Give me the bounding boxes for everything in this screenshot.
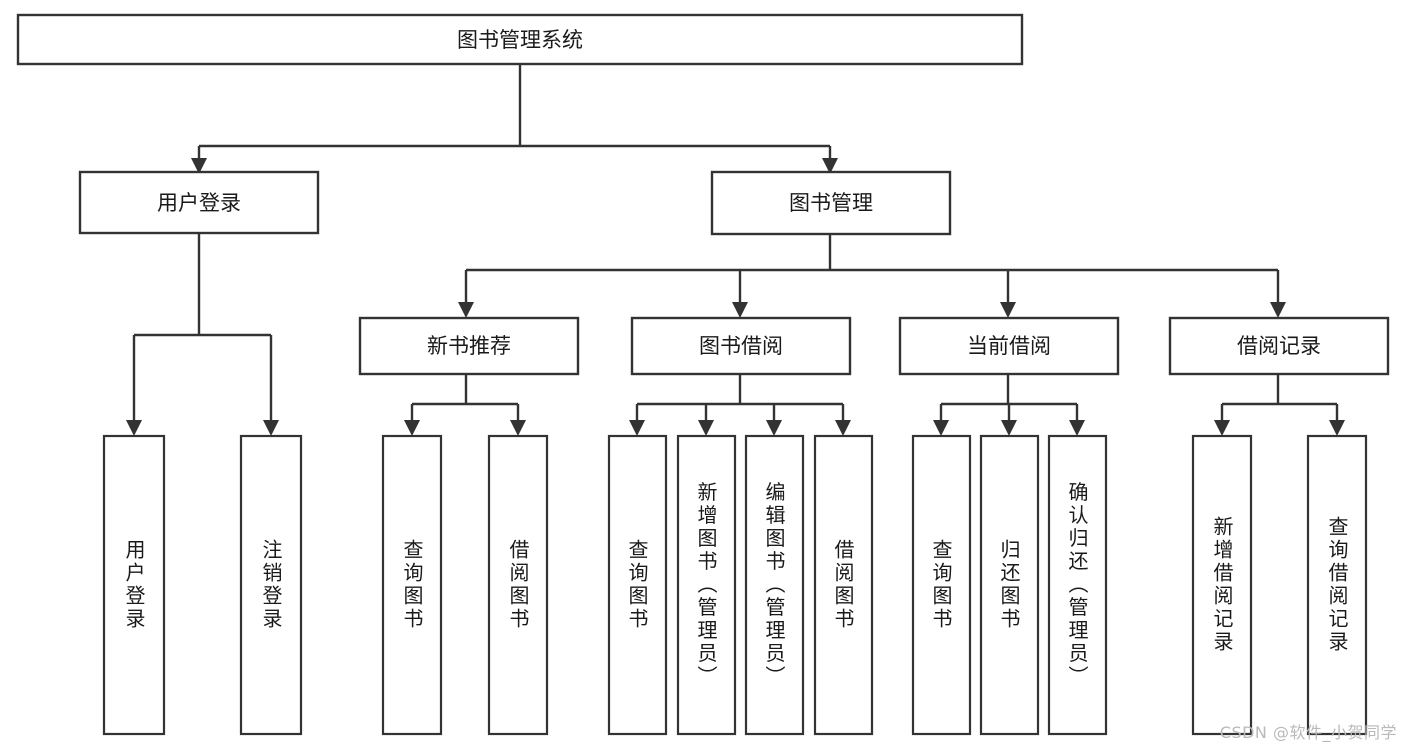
arrowhead-current-leaf2 xyxy=(1001,420,1017,436)
node-current-borrow[interactable]: 当前借阅 xyxy=(898,316,1120,376)
node-book-management[interactable]: 图书管理 xyxy=(710,170,952,236)
leaf-logout-box[interactable] xyxy=(239,434,303,736)
leaf-current-return-book-label: 归还图书 xyxy=(997,539,1021,631)
leaf-current-confirm-return-admin-label: 确认归还（管理员） xyxy=(1065,481,1089,688)
leaf-newbooks-borrow-book[interactable]: 借阅图书 xyxy=(487,434,549,736)
node-user-login[interactable]: 用户登录 xyxy=(78,170,320,235)
arrowhead-records xyxy=(1270,302,1286,318)
leaf-user-login-label: 用户登录 xyxy=(122,539,146,631)
arrowhead-records-leaf2 xyxy=(1329,420,1345,436)
leaf-borrow-borrow-book-box[interactable] xyxy=(813,434,874,736)
leaf-user-login-box[interactable] xyxy=(102,434,166,736)
leaf-logout-label: 注销登录 xyxy=(259,539,283,631)
node-current-borrow-label: 当前借阅 xyxy=(967,334,1051,358)
leaf-borrow-query-book-label: 查询图书 xyxy=(625,539,649,631)
node-new-book-recommend-box[interactable] xyxy=(358,316,580,376)
node-book-borrow[interactable]: 图书借阅 xyxy=(630,316,852,376)
node-current-borrow-box[interactable] xyxy=(898,316,1120,376)
node-root-label: 图书管理系统 xyxy=(457,28,583,52)
leaf-borrow-borrow-book[interactable]: 借阅图书 xyxy=(813,434,874,736)
leaf-records-add-record-label: 新增借阅记录 xyxy=(1210,516,1234,654)
node-root[interactable]: 图书管理系统 xyxy=(16,13,1024,66)
leaf-borrow-query-book-box[interactable] xyxy=(607,434,668,736)
node-new-book-recommend[interactable]: 新书推荐 xyxy=(358,316,580,376)
leaf-records-query-record-box[interactable] xyxy=(1306,434,1368,736)
leaf-records-add-record[interactable]: 新增借阅记录 xyxy=(1191,434,1253,736)
arrowhead-newbooks-leaf2 xyxy=(510,420,526,436)
leaf-current-confirm-return-admin-box[interactable] xyxy=(1047,434,1108,736)
leaf-current-query-book-box[interactable] xyxy=(911,434,972,736)
leaf-user-login[interactable]: 用户登录 xyxy=(102,434,166,736)
arrowhead-borrow-leaf2 xyxy=(698,420,714,436)
leaf-borrow-add-book-admin-box[interactable] xyxy=(676,434,737,736)
leaf-current-query-book[interactable]: 查询图书 xyxy=(911,434,972,736)
arrowhead-leaf-logout xyxy=(263,420,279,436)
leaf-current-return-book-box[interactable] xyxy=(979,434,1040,736)
arrowhead-current xyxy=(1000,302,1016,318)
leaf-current-return-book[interactable]: 归还图书 xyxy=(979,434,1040,736)
arrowhead-borrow-leaf1 xyxy=(629,420,645,436)
leaf-borrow-borrow-book-label: 借阅图书 xyxy=(831,539,855,631)
arrowhead-borrow-leaf4 xyxy=(835,420,851,436)
node-book-borrow-label: 图书借阅 xyxy=(699,334,783,358)
node-borrow-records-label: 借阅记录 xyxy=(1237,334,1321,358)
leaf-newbooks-query-book[interactable]: 查询图书 xyxy=(381,434,443,736)
leaf-newbooks-query-book-box[interactable] xyxy=(381,434,443,736)
leaf-borrow-edit-book-admin[interactable]: 编辑图书（管理员） xyxy=(744,434,805,736)
leaf-borrow-query-book[interactable]: 查询图书 xyxy=(607,434,668,736)
leaf-borrow-edit-book-admin-label: 编辑图书（管理员） xyxy=(762,481,786,688)
arrowhead-borrow xyxy=(732,302,748,318)
arrowhead-newbooks-leaf1 xyxy=(404,420,420,436)
node-user-login-box[interactable] xyxy=(78,170,320,235)
node-book-borrow-box[interactable] xyxy=(630,316,852,376)
leaf-records-query-record-label: 查询借阅记录 xyxy=(1325,516,1349,654)
arrowhead-current-leaf3 xyxy=(1069,420,1085,436)
leaf-borrow-edit-book-admin-box[interactable] xyxy=(744,434,805,736)
arrowhead-records-leaf1 xyxy=(1214,420,1230,436)
node-borrow-records-box[interactable] xyxy=(1168,316,1390,376)
arrowhead-current-leaf1 xyxy=(933,420,949,436)
leaf-newbooks-borrow-book-box[interactable] xyxy=(487,434,549,736)
node-new-book-recommend-label: 新书推荐 xyxy=(427,334,511,358)
leaf-records-query-record[interactable]: 查询借阅记录 xyxy=(1306,434,1368,736)
node-user-login-label: 用户登录 xyxy=(157,191,241,215)
leaf-current-confirm-return-admin[interactable]: 确认归还（管理员） xyxy=(1047,434,1108,736)
leaf-newbooks-query-book-label: 查询图书 xyxy=(400,539,424,631)
leaf-borrow-add-book-admin-label: 新增图书（管理员） xyxy=(694,481,718,688)
node-root-box[interactable] xyxy=(16,13,1024,66)
leaf-logout[interactable]: 注销登录 xyxy=(239,434,303,736)
connector-layer xyxy=(126,64,1345,436)
arrowhead-newbooks xyxy=(458,302,474,318)
leaf-borrow-add-book-admin[interactable]: 新增图书（管理员） xyxy=(676,434,737,736)
arrowhead-borrow-leaf3 xyxy=(766,420,782,436)
leaf-newbooks-borrow-book-label: 借阅图书 xyxy=(506,539,530,631)
node-book-management-label: 图书管理 xyxy=(789,191,873,215)
arrowhead-leaf-user-login xyxy=(126,420,142,436)
node-book-management-box[interactable] xyxy=(710,170,952,236)
leaf-current-query-book-label: 查询图书 xyxy=(929,539,953,631)
node-borrow-records[interactable]: 借阅记录 xyxy=(1168,316,1390,376)
leaf-records-add-record-box[interactable] xyxy=(1191,434,1253,736)
arrowhead-book-management xyxy=(822,158,838,174)
arrowhead-user-login xyxy=(191,158,207,174)
